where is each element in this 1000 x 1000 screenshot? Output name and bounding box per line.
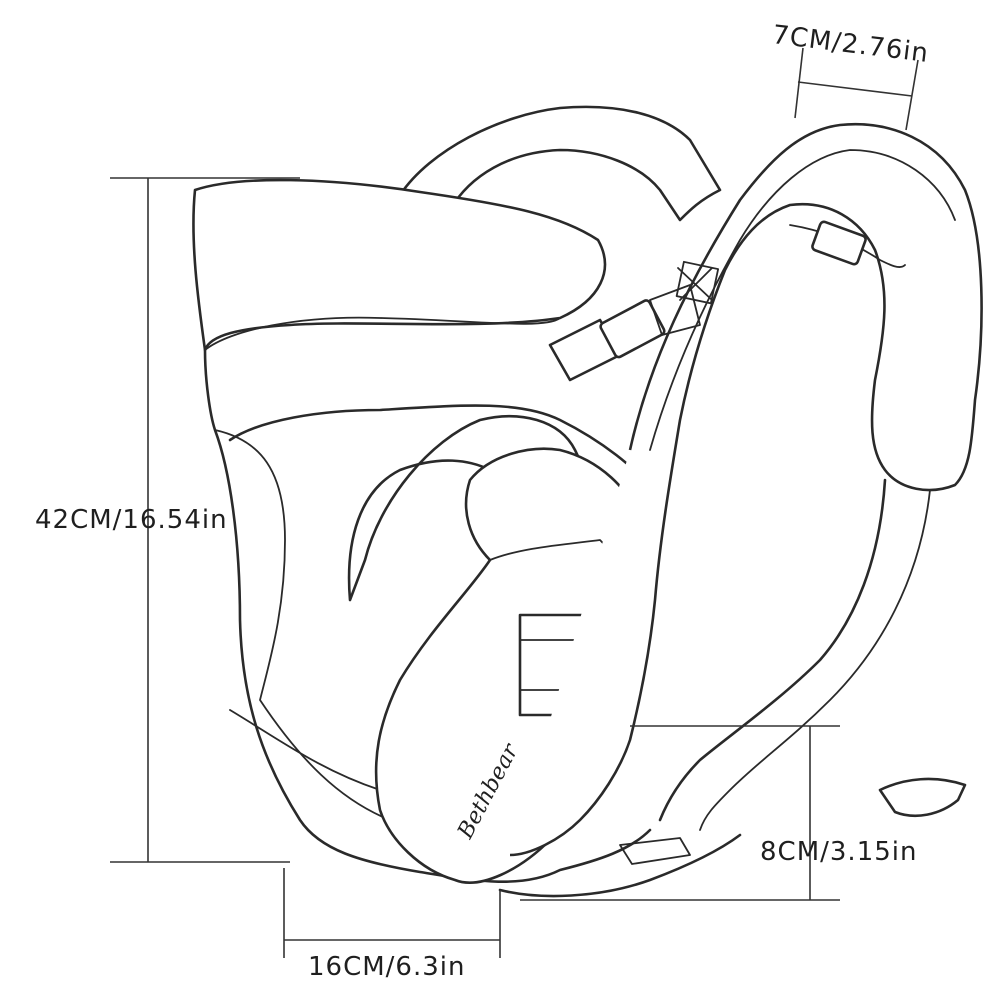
waist-belt-buckle xyxy=(619,837,691,865)
x-stitch-lines xyxy=(677,267,713,301)
chest-buckle xyxy=(811,220,867,266)
headrest-fold xyxy=(204,316,561,351)
upper-buckle xyxy=(599,299,666,359)
strap-width-left-extension xyxy=(794,47,804,119)
waist-belt xyxy=(498,833,742,898)
waist-belt-width-label: 8CM/3.15in xyxy=(760,837,918,867)
lower-strap-loop xyxy=(658,478,887,822)
strap-width-dimension-line xyxy=(797,81,913,97)
front-panel-top xyxy=(228,404,652,492)
strap-connector xyxy=(649,284,701,336)
chest-strap xyxy=(789,224,906,268)
base-depth-label: 16CM/6.3in xyxy=(308,952,466,982)
carrier-back-panel xyxy=(192,178,607,352)
right-strap-inner-edge xyxy=(649,149,956,451)
carrier-left-side xyxy=(203,348,652,883)
right-shoulder-strap xyxy=(509,122,983,857)
inner-seat-curve xyxy=(229,709,381,791)
x-stitch-patch xyxy=(675,260,720,305)
left-side-padding xyxy=(214,429,391,821)
height-label: 42CM/16.54in xyxy=(35,505,228,535)
belt-tail xyxy=(878,777,967,818)
strap-width-right-extension xyxy=(905,59,919,131)
back-shoulder-strap xyxy=(398,105,722,222)
lower-strap-inner xyxy=(699,489,931,831)
